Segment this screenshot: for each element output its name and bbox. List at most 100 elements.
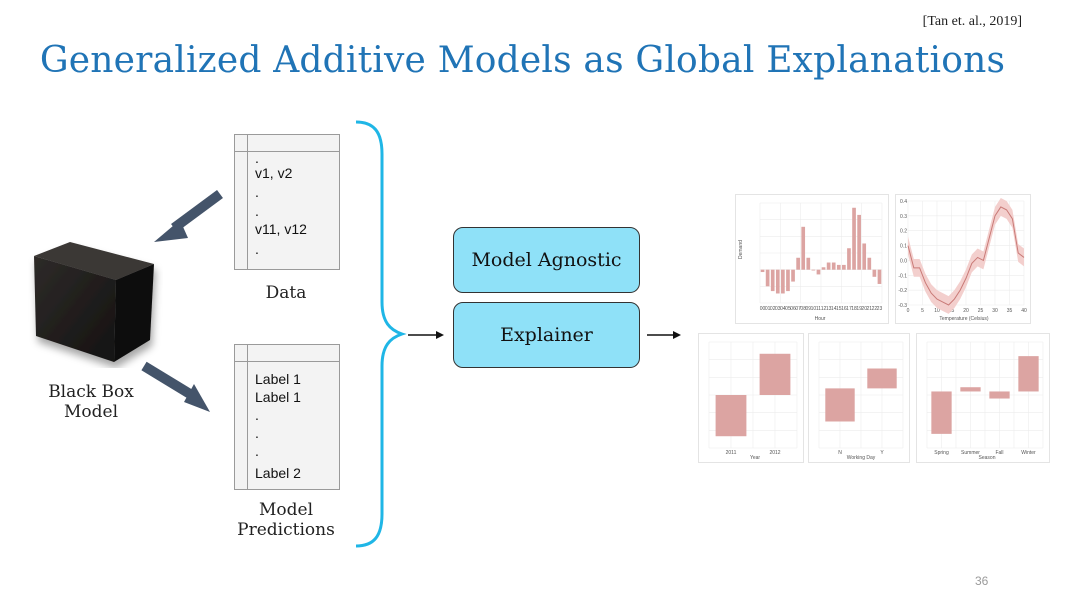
black-box-cube-icon [34, 242, 154, 362]
data-caption: Data [265, 283, 307, 303]
data-table-row: . [255, 150, 259, 166]
season-bar [989, 391, 1010, 399]
working-day-bar [867, 368, 897, 389]
hour-tick-label: 12 [821, 306, 827, 312]
hour-bar [760, 269, 765, 273]
hour-tick-label: 16 [841, 306, 847, 312]
hour-tick-label: 00 [760, 306, 766, 312]
slide-title: Generalized Additive Models as Global Ex… [39, 40, 1006, 81]
hour-tick-label: 23 [877, 306, 883, 312]
hour-bar [801, 226, 806, 270]
temperature-chart-svg: Temperature (Celsius) 0.40.30.20.10.0-0.… [898, 198, 1027, 322]
temperature-x-tick: 30 [992, 308, 998, 314]
working-day-tick-label: Y [880, 450, 884, 456]
predictions-table-row: Label 1 [255, 371, 301, 387]
season-tick-label: Spring [934, 450, 949, 456]
data-to-model-arrow-shaft [171, 189, 223, 233]
curly-brace [355, 120, 407, 548]
hour-tick-label: 04 [780, 306, 786, 312]
hour-tick-label: 05 [785, 306, 791, 312]
hour-bar [770, 269, 775, 292]
temperature-y-tick: 0.4 [900, 199, 907, 205]
hour-bar [842, 264, 846, 270]
season-tick-label: Winter [1021, 450, 1036, 456]
hour-tick-label: 13 [826, 306, 832, 312]
temperature-y-tick: 0.0 [900, 258, 907, 264]
hour-bar [791, 269, 795, 282]
hour-tick-label: 08 [800, 306, 806, 312]
hour-tick-label: 22 [872, 306, 878, 312]
hour-tick-label: 20 [861, 306, 867, 312]
temperature-y-tick: -0.2 [898, 288, 907, 294]
hour-ylabel: Demand [738, 240, 744, 259]
hour-tick-label: 21 [867, 306, 873, 312]
temperature-y-tick: -0.1 [898, 273, 907, 279]
temperature-x-tick: 10 [934, 308, 940, 314]
hour-bar [857, 214, 861, 270]
temperature-x-tick: 40 [1021, 308, 1027, 314]
hour-bar [847, 248, 851, 270]
model-agnostic-box: Model Agnostic [453, 227, 640, 293]
predictions-table-row: . [255, 443, 259, 459]
working-day-xlabel: Working Day [847, 455, 876, 461]
working-day-tick-label: N [838, 450, 842, 456]
hour-bar [775, 269, 780, 294]
black-box-label-line1: Black Box [48, 382, 134, 402]
hour-bar [867, 257, 872, 270]
predictions-table: Label 1 Label 1 . . . Label 2 [234, 344, 340, 490]
brace-to-explainer-arrow-icon [408, 331, 444, 339]
data-table: . v1, v2 . . v11, v12 . [234, 134, 340, 270]
year-tick-label: 2012 [769, 450, 780, 456]
season-bar [960, 387, 981, 392]
black-box-arrows [141, 189, 223, 412]
citation: [Tan et. al., 2019] [922, 14, 1022, 29]
temperature-xlabel: Temperature (Celsius) [939, 316, 989, 322]
hour-tick-label: 15 [836, 306, 842, 312]
working-day-chart-svg: Working Day N Y [818, 341, 904, 461]
hour-bar [806, 257, 811, 270]
hour-tick-label: 06 [790, 306, 796, 312]
hour-tick-label: 19 [856, 306, 862, 312]
predictions-table-row: Label 2 [255, 465, 301, 481]
season-bar [931, 391, 952, 434]
black-box-label-line2: Model [63, 402, 119, 422]
black-box-label: Black Box Model [38, 382, 144, 422]
hour-bar [836, 264, 841, 270]
temperature-x-tick: 5 [921, 308, 924, 314]
season-xlabel: Season [979, 455, 996, 461]
temperature-y-tick: 0.2 [900, 229, 907, 235]
data-table-row: v11, v12 [255, 221, 307, 237]
data-to-model-arrowhead-icon [154, 220, 188, 242]
year-tick-label: 2011 [726, 450, 737, 456]
explainer-to-charts-arrow-icon [647, 331, 681, 339]
data-table-row: . [255, 203, 259, 219]
hour-bar [831, 262, 836, 270]
year-bar [759, 353, 791, 395]
hour-bar [821, 267, 826, 270]
hour-tick-label: 01 [765, 306, 771, 312]
season-tick-label: Summer [961, 450, 980, 456]
season-tick-label: Fall [995, 450, 1003, 456]
temperature-x-tick: 15 [949, 308, 955, 314]
hour-tick-label: 03 [775, 306, 781, 312]
season-bar [1018, 356, 1039, 392]
hour-bar [796, 257, 800, 270]
hour-tick-label: 17 [846, 306, 852, 312]
year-xlabel: Year [750, 455, 760, 461]
predictions-caption-line1: Model [258, 500, 314, 520]
explainer-box: Explainer [453, 302, 640, 368]
hour-tick-label: 14 [831, 306, 837, 312]
hour-tick-label: 07 [795, 306, 801, 312]
hour-bar [786, 269, 790, 292]
hour-bar [872, 269, 877, 277]
hour-bar [877, 269, 882, 284]
hour-bar [862, 243, 867, 270]
working-day-chart: Working Day N Y [808, 333, 910, 463]
model-to-predictions-arrow-shaft [141, 361, 193, 399]
temperature-y-tick: 0.1 [900, 244, 907, 250]
hour-xlabel: Hour [815, 316, 826, 322]
season-chart-svg: Season Spring Summer Fall Winter [926, 341, 1044, 461]
